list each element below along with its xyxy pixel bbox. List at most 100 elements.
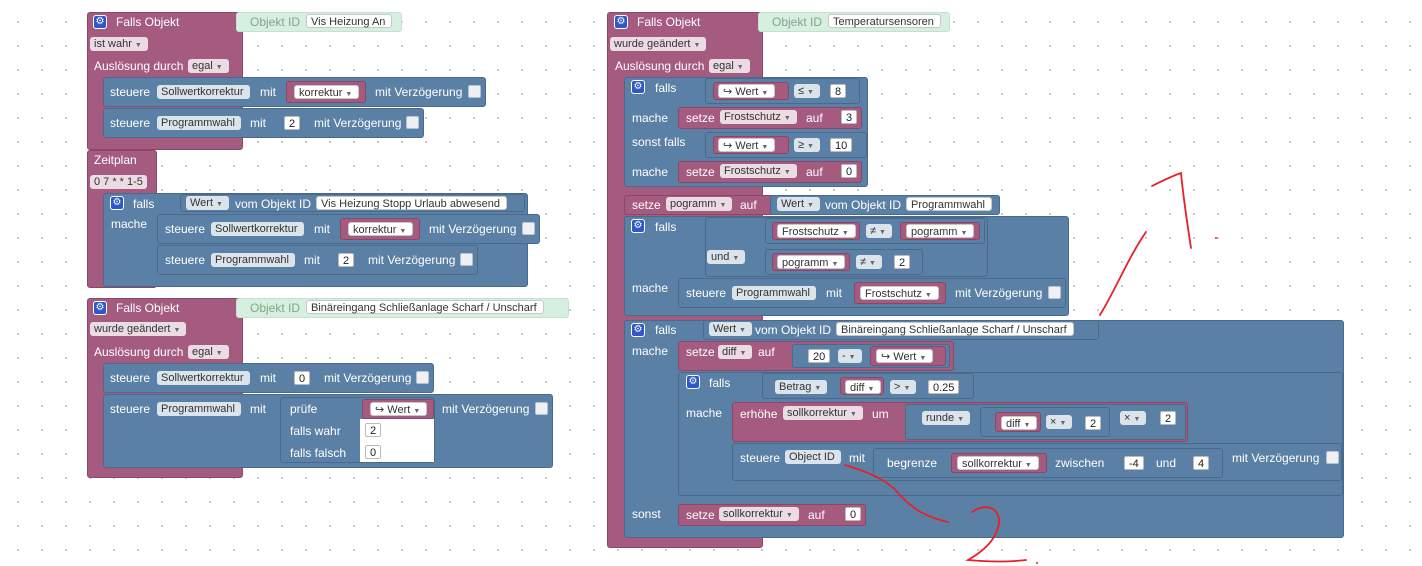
mache-label: mache <box>632 111 669 125</box>
number-field[interactable]: 20 <box>808 349 831 363</box>
variable-dropdown[interactable]: Frostschutz▼ <box>720 110 797 124</box>
delay-checkbox[interactable] <box>1326 451 1339 464</box>
target-dropdown[interactable]: Sollwertkorrektur <box>157 371 250 385</box>
objekt-id-value[interactable]: Vis Heizung An <box>306 14 393 28</box>
false-value-field[interactable]: 0 <box>365 445 382 459</box>
number-field[interactable]: -4 <box>1124 456 1144 470</box>
variable-dropdown[interactable]: korrektur▼ <box>348 222 414 236</box>
target-dropdown[interactable]: Sollwertkorrektur <box>211 222 304 236</box>
variable-dropdown[interactable]: pogramm▼ <box>666 197 733 211</box>
delay-checkbox[interactable] <box>460 253 473 266</box>
variable-dropdown[interactable]: Frostschutz▼ <box>777 224 856 238</box>
variable-dropdown[interactable]: diff▼ <box>845 380 882 394</box>
true-value-field[interactable]: 2 <box>365 423 382 437</box>
object-id-value[interactable]: Programmwahl <box>906 197 992 211</box>
number-field[interactable]: 0 <box>294 371 311 385</box>
wert-dropdown[interactable]: ↪ Wert▼ <box>718 138 776 152</box>
gear-icon[interactable]: ⚙ <box>631 219 645 233</box>
chevron-down-icon: ▼ <box>785 512 793 519</box>
steuere-block-2[interactable] <box>103 108 424 138</box>
operator-dropdown[interactable]: ×▼ <box>1046 415 1073 429</box>
target-dropdown[interactable]: Programmwahl <box>732 286 816 300</box>
steuere-block-2[interactable] <box>157 245 478 275</box>
operator-value: ≠ <box>860 256 867 268</box>
number-field[interactable]: 0 <box>841 164 858 178</box>
delay-label: mit Verzögerung <box>368 253 456 267</box>
number-field[interactable]: 0.25 <box>928 380 960 394</box>
target-dropdown[interactable]: Programmwahl <box>157 116 241 130</box>
wert-dropdown[interactable]: ↪ Wert▼ <box>876 349 934 363</box>
number-field[interactable]: 8 <box>830 84 847 98</box>
wert-dropdown[interactable]: Wert▼ <box>186 196 229 210</box>
operator-dropdown[interactable]: ×▼ <box>1120 411 1147 425</box>
arrow-icon: ↪ <box>375 404 388 416</box>
gear-icon[interactable]: ⚙ <box>93 301 107 315</box>
number-field[interactable]: 4 <box>1193 456 1210 470</box>
chevron-down-icon: ▼ <box>215 64 223 71</box>
objekt-id-value[interactable]: Temperatursensoren <box>828 14 941 28</box>
gear-icon[interactable]: ⚙ <box>110 196 124 210</box>
target-dropdown[interactable]: Programmwahl <box>211 253 295 267</box>
cron-field[interactable]: 0 7 * * 1-5 <box>90 175 147 189</box>
operator-dropdown[interactable]: ≥▼ <box>794 138 820 152</box>
condition-dropdown[interactable]: wurde geändert▼ <box>610 37 707 51</box>
delay-checkbox[interactable] <box>416 371 429 384</box>
variable-dropdown[interactable]: korrektur▼ <box>294 85 360 99</box>
variable-value: diff <box>722 346 737 358</box>
delay-checkbox[interactable] <box>535 402 548 415</box>
and-dropdown[interactable]: und▼ <box>707 250 746 264</box>
operator-dropdown[interactable]: ≠▼ <box>866 224 892 238</box>
wert-dropdown[interactable]: Wert▼ <box>777 197 820 211</box>
variable-dropdown[interactable]: pogramm▼ <box>906 224 975 238</box>
trigger-dropdown[interactable]: egal▼ <box>709 59 750 73</box>
variable-dropdown[interactable]: Frostschutz▼ <box>720 164 797 178</box>
delay-checkbox[interactable] <box>1048 286 1061 299</box>
number-field[interactable]: 0 <box>845 507 862 521</box>
operator-dropdown[interactable]: -▼ <box>838 349 862 363</box>
number-field[interactable]: 2 <box>338 253 355 267</box>
gear-icon[interactable]: ⚙ <box>631 323 645 337</box>
number-field[interactable]: 2 <box>284 116 301 130</box>
wert-dropdown[interactable]: Wert▼ <box>709 322 752 336</box>
variable-dropdown[interactable]: diff▼ <box>1001 416 1038 430</box>
runde-dropdown[interactable]: runde▼ <box>922 411 971 425</box>
condition-dropdown[interactable]: ist wahr▼ <box>90 37 148 51</box>
object-id-dropdown[interactable]: Object ID <box>785 450 841 464</box>
objekt-id-value[interactable]: Binäreingang Schließanlage Scharf / Unsc… <box>306 300 544 314</box>
number-field[interactable]: 2 <box>1160 411 1177 425</box>
operator-dropdown[interactable]: ≤▼ <box>794 84 820 98</box>
delay-checkbox[interactable] <box>522 222 535 235</box>
number-field[interactable]: 2 <box>894 255 911 269</box>
number-field[interactable]: 10 <box>830 138 853 152</box>
wert-dropdown[interactable]: ↪ Wert▼ <box>370 402 428 416</box>
number-field[interactable]: 3 <box>841 110 858 124</box>
condition-dropdown[interactable]: wurde geändert▼ <box>90 322 187 336</box>
delay-checkbox[interactable] <box>468 85 481 98</box>
variable-dropdown[interactable]: sollkorrektur▼ <box>719 507 799 521</box>
chevron-down-icon: ▼ <box>783 169 791 176</box>
chevron-down-icon: ▼ <box>783 115 791 122</box>
gear-icon[interactable]: ⚙ <box>93 15 107 29</box>
variable-dropdown[interactable]: pogramm▼ <box>777 255 846 269</box>
delay-checkbox[interactable] <box>406 116 419 129</box>
variable-dropdown[interactable]: sollkorrektur▼ <box>783 406 863 420</box>
gear-icon[interactable]: ⚙ <box>631 80 645 94</box>
gear-icon[interactable]: ⚙ <box>686 375 700 389</box>
gear-icon[interactable]: ⚙ <box>614 15 628 29</box>
number-field[interactable]: 2 <box>1085 416 1102 430</box>
object-id-value[interactable]: Binäreingang Schließanlage Scharf / Unsc… <box>836 322 1074 336</box>
target-value: Sollwertkorrektur <box>161 86 244 98</box>
operator-dropdown[interactable]: >▼ <box>890 380 917 394</box>
operator-dropdown[interactable]: ≠▼ <box>856 255 882 269</box>
wert-dropdown[interactable]: ↪ Wert▼ <box>718 84 776 98</box>
trigger-dropdown[interactable]: egal▼ <box>188 345 229 359</box>
trigger-dropdown[interactable]: egal▼ <box>188 59 229 73</box>
variable-dropdown[interactable]: sollkorrektur▼ <box>957 456 1039 470</box>
variable-dropdown[interactable]: diff▼ <box>718 345 753 359</box>
object-id-value[interactable]: Vis Heizung Stopp Urlaub abwesend <box>316 196 507 210</box>
variable-dropdown[interactable]: Frostschutz▼ <box>860 286 939 300</box>
target-dropdown[interactable]: Sollwertkorrektur <box>157 85 250 99</box>
target-dropdown[interactable]: Programmwahl <box>157 402 241 416</box>
betrag-dropdown[interactable]: Betrag▼ <box>775 380 828 394</box>
